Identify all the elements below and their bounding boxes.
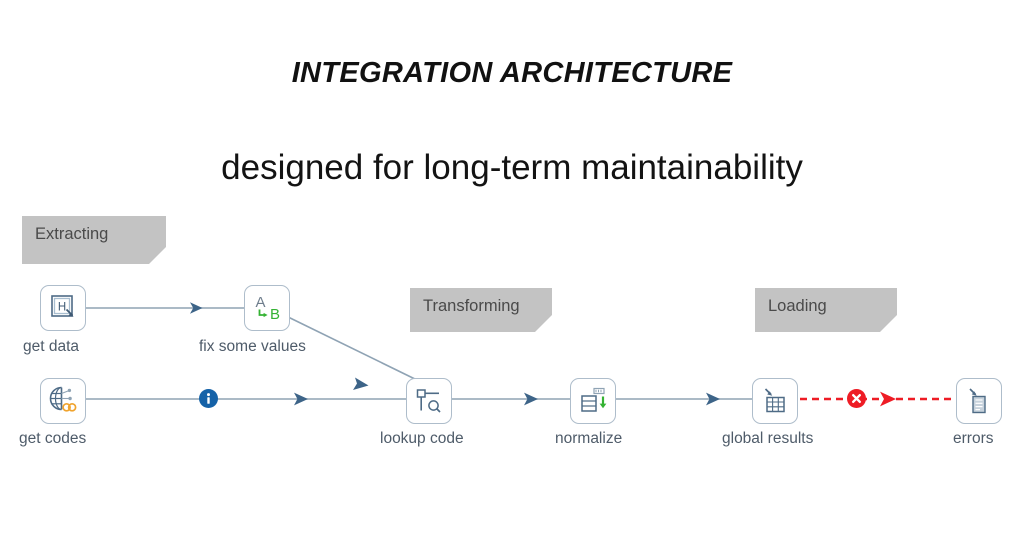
error-circle-icon: [847, 389, 866, 408]
note-fold-corner: [535, 315, 552, 332]
phase-note-transforming-label: Transforming: [423, 297, 520, 315]
svg-text:A: A: [255, 294, 265, 311]
phase-note-extracting-label: Extracting: [35, 225, 109, 243]
page-title: INTEGRATION ARCHITECTURE: [291, 57, 733, 89]
node-get-codes[interactable]: [40, 378, 86, 424]
note-fold-corner: [880, 315, 897, 332]
globe-link-icon: [49, 386, 77, 412]
grid-import-icon: [764, 388, 785, 413]
node-frame: [244, 285, 290, 331]
link-lookup-code-to-normalize: [452, 392, 570, 406]
table-h-import-icon: H: [51, 295, 74, 317]
node-label-lookup-code: lookup code: [380, 430, 464, 447]
a-to-b-replace-icon: A B: [255, 294, 280, 323]
node-label-fix-some-values: fix some values: [199, 338, 306, 355]
error-badge[interactable]: [847, 389, 866, 408]
info-badge[interactable]: [199, 389, 218, 408]
phase-note-extracting: Extracting: [22, 216, 166, 264]
link-get-data-to-fix-some-values: [86, 302, 244, 314]
node-get-data[interactable]: H: [40, 285, 86, 331]
svg-text:H: H: [58, 302, 66, 314]
node-frame: [40, 285, 86, 331]
link-get-codes-to-lookup-code: [86, 392, 406, 406]
phase-note-loading-label: Loading: [768, 297, 827, 315]
svg-text:B: B: [270, 306, 280, 323]
node-frame: [406, 378, 452, 424]
node-frame: [40, 378, 86, 424]
node-errors[interactable]: [956, 378, 1002, 424]
node-label-errors: errors: [953, 430, 994, 447]
link-normalize-to-global-results: [616, 392, 752, 406]
node-frame: [752, 378, 798, 424]
lookup-magnifier-icon: [416, 389, 441, 413]
node-label-normalize: normalize: [555, 430, 623, 447]
node-label-get-codes: get codes: [19, 430, 87, 447]
note-fold-corner: [149, 247, 166, 264]
phase-note-loading: Loading: [755, 288, 897, 332]
node-fix-some-values[interactable]: A B: [244, 285, 290, 331]
page-subtitle: designed for long-term maintainability: [221, 148, 803, 187]
node-label-global-results: global results: [722, 430, 814, 447]
table-arrow-icon: [581, 387, 607, 412]
node-normalize[interactable]: [570, 378, 616, 424]
node-lookup-code[interactable]: [406, 378, 452, 424]
info-circle-icon: [199, 389, 218, 408]
node-label-get-data: get data: [23, 338, 80, 355]
file-import-icon: [969, 388, 986, 414]
phase-note-transforming: Transforming: [410, 288, 552, 332]
node-global-results[interactable]: [752, 378, 798, 424]
link-global-results-to-errors: [800, 391, 956, 407]
